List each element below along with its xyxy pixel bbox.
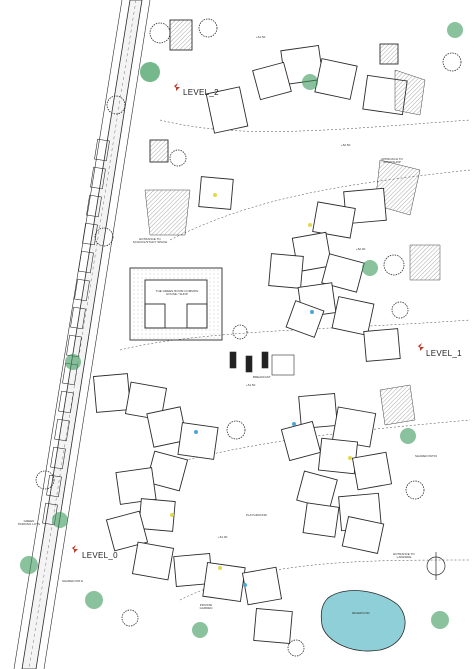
playground-label: PLAYGROUND <box>246 513 267 517</box>
roof-decks <box>144 69 441 426</box>
north-arrow-icon <box>426 552 446 580</box>
reservoir-label: RESERVOIR <box>352 611 370 615</box>
accent-markers <box>170 193 352 587</box>
building-chain-south-east <box>280 393 393 554</box>
approach-workshop-label: APPROACH TO WORKSHOP <box>381 157 403 165</box>
elevation-label: +62.00 <box>356 247 366 251</box>
elevation-label: +62.50 <box>341 143 351 147</box>
breakfast-area <box>229 351 295 376</box>
main-road <box>13 0 151 669</box>
shared-patio-label: SHARED PATIO <box>415 454 437 458</box>
level-marker-icons <box>72 83 424 553</box>
trees <box>20 18 463 657</box>
entrance-lakeside-label: ENTRANCE TO LAKESIDE <box>393 552 415 560</box>
building-cluster-north <box>149 19 408 210</box>
shared-path-label: SHARED PATH <box>62 579 83 583</box>
building-chain-level1 <box>268 187 401 362</box>
terrain-paths <box>119 119 471 601</box>
entrance-north-label: ENTRANCE TO SCHOOL/STUDY SPACE <box>132 237 168 245</box>
elevation-label: +61.50 <box>246 383 256 387</box>
elevation-label: +61.50 <box>256 35 266 39</box>
green-room-common-house <box>129 267 223 341</box>
reservoir <box>320 590 406 652</box>
building-chain-south-west <box>93 373 293 644</box>
private-garden-label: PRIVATE GARDEN <box>199 603 213 611</box>
breakfast-label: BREAKFAST <box>253 375 271 379</box>
green-parking-label: GREEN PARKING LOTS <box>18 519 40 527</box>
level-2-label: LEVEL_2 <box>183 88 219 97</box>
level-1-label: LEVEL_1 <box>426 349 462 358</box>
level-0-label: LEVEL_0 <box>82 551 118 560</box>
elevation-label: +61.00 <box>218 535 228 539</box>
green-room-label: THE GREEN ROOM COMMON HOUSE / SHOP <box>155 289 199 297</box>
